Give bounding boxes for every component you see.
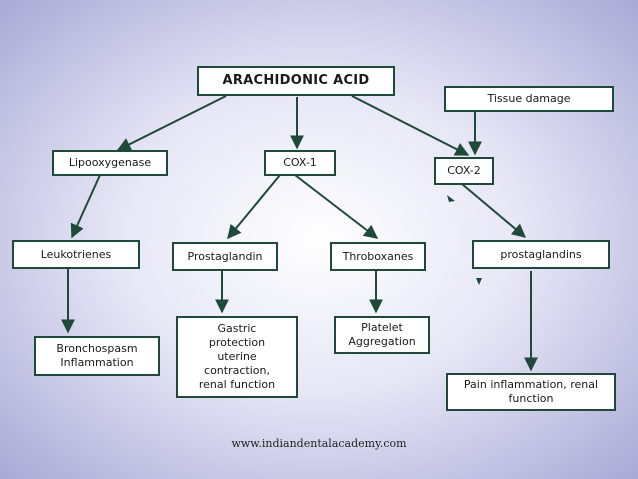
node-lipooxygenase: Lipooxygenase — [52, 150, 168, 176]
node-pain-inflammation: Pain inflammation, renal function — [446, 373, 616, 411]
node-prostaglandins: prostaglandins — [472, 240, 610, 269]
node-throboxanes: Throboxanes — [330, 242, 426, 271]
stray-arrowhead-mark — [447, 195, 455, 202]
node-platelet-aggregation: Platelet Aggregation — [334, 316, 430, 354]
arrow-acid-to-lipooxygenase — [116, 95, 227, 151]
stray-arrowhead-mark — [476, 278, 482, 285]
arrow-cox1-to-prostaglandin — [227, 174, 281, 240]
arrow-cox1-to-throboxanes — [294, 174, 379, 239]
node-tissue-damage: Tissue damage — [444, 86, 614, 112]
footer-url: www.indiandentalacademy.com — [231, 437, 407, 450]
node-arachidonic-acid: ARACHIDONIC ACID — [197, 66, 395, 96]
node-gastric-protection: Gastric protection uterine contraction, … — [176, 316, 298, 398]
node-cox1: COX-1 — [264, 150, 336, 176]
node-leukotrienes: Leukotrienes — [12, 240, 140, 269]
arrow-acid-to-cox2 — [351, 95, 470, 156]
arrow-cox2-to-prostaglandins — [461, 183, 527, 238]
arrow-lipooxygenase-to-leukotrienes — [70, 174, 101, 239]
node-prostaglandin: Prostaglandin — [172, 242, 278, 271]
node-bronchospasm-inflammation: Bronchospasm Inflammation — [34, 336, 160, 376]
node-cox2: COX-2 — [434, 157, 494, 185]
